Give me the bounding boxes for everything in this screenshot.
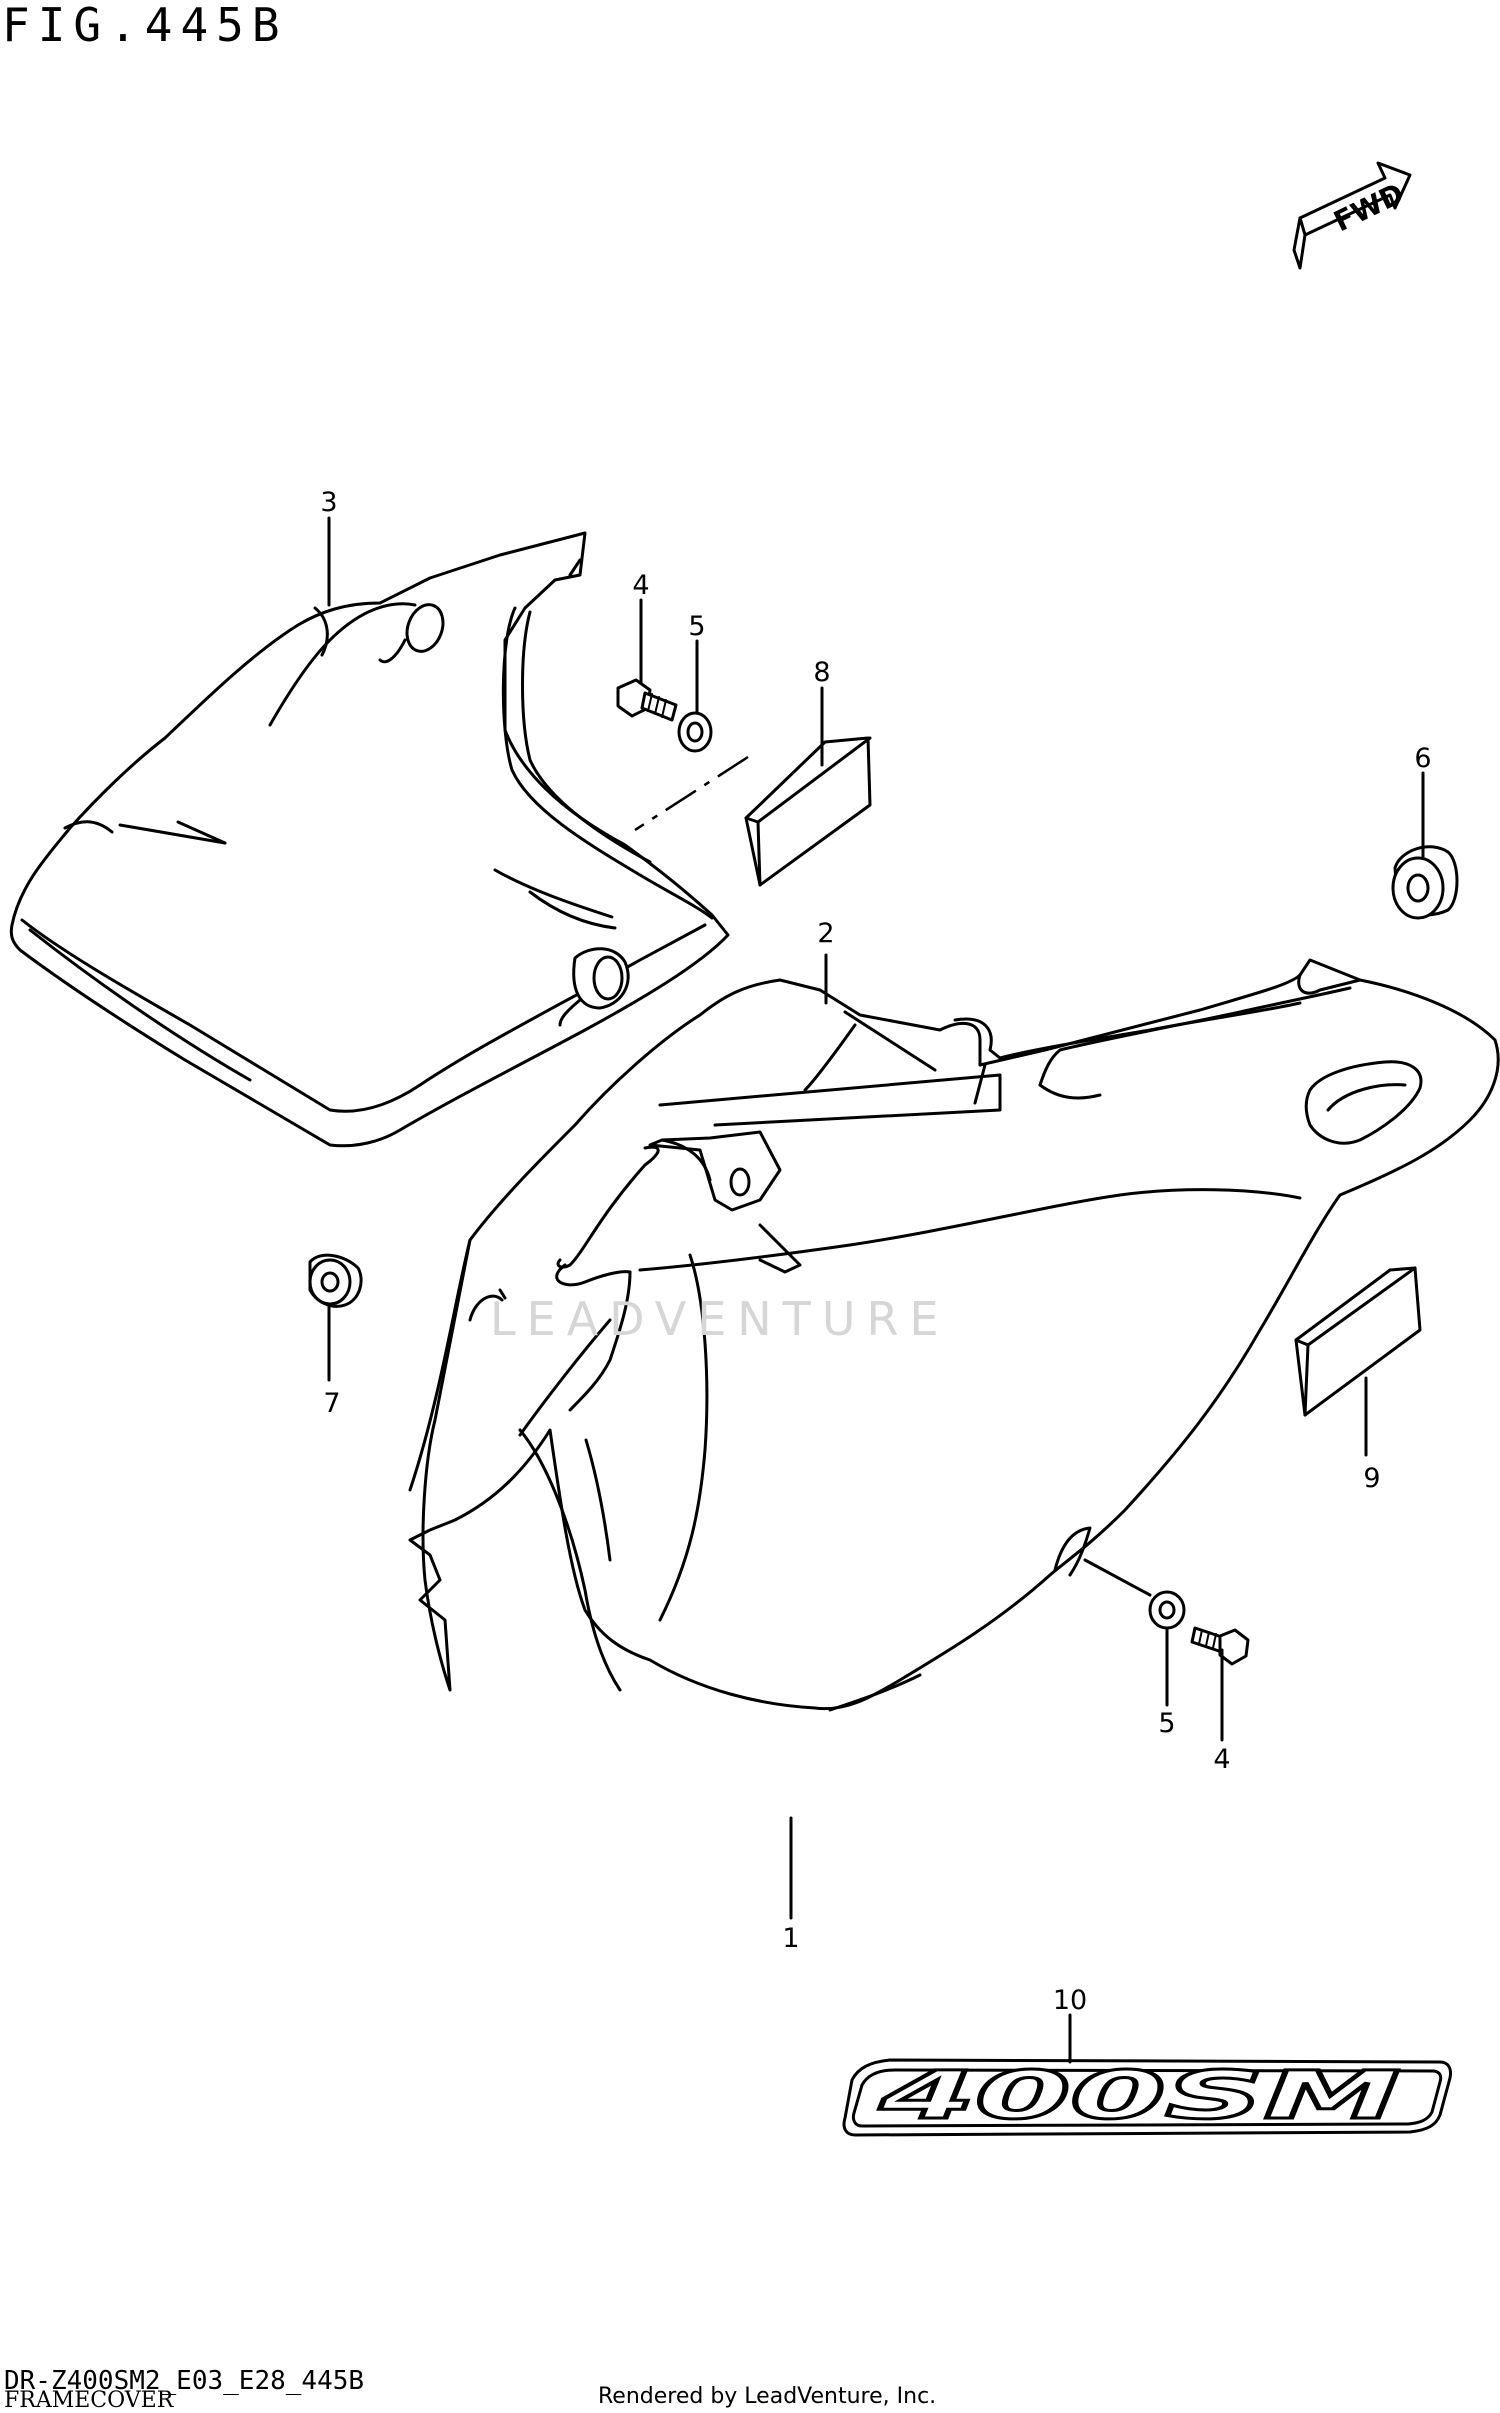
section-name: FRAMECOVER [4, 2388, 174, 2413]
callout-1: 1 [782, 1923, 799, 1954]
callout-7: 7 [323, 1388, 340, 1419]
leader-lines [327, 516, 1425, 2064]
callout-4-lower: 4 [1213, 1744, 1230, 1775]
pad-8-drawing [744, 736, 872, 887]
callout-5-upper: 5 [688, 611, 705, 642]
callout-9: 9 [1363, 1463, 1380, 1494]
watermark-text: LEADVENTURE [490, 1292, 950, 1346]
callout-labels: 1 2 3 4 5 8 6 7 9 5 4 10 [320, 487, 1431, 2016]
callout-4-upper: 4 [632, 570, 649, 601]
callout-2: 2 [817, 918, 834, 949]
pad-9-drawing [1294, 1266, 1422, 1417]
callout-5-lower: 5 [1158, 1708, 1175, 1739]
callout-10: 10 [1053, 1985, 1087, 2016]
emblem-400sm-drawing: 400SM [842, 2056, 1452, 2137]
washer-5-lower-drawing [1148, 1590, 1186, 1630]
callout-3: 3 [320, 487, 337, 518]
grommet-7-drawing [308, 1253, 363, 1308]
frame-cover-left-drawing [9, 531, 730, 1148]
fwd-arrow-icon: FWD [1292, 161, 1412, 270]
rendered-by-credit: Rendered by LeadVenture, Inc. [598, 2384, 937, 2409]
grommet-6-drawing [1391, 845, 1459, 920]
bolt-4-upper-drawing [616, 678, 678, 722]
washer-5-upper-drawing [677, 711, 713, 753]
callout-6: 6 [1414, 743, 1431, 774]
bolt-4-lower-drawing [1190, 1626, 1250, 1666]
figure-title: FIG.445B [2, 0, 288, 52]
callout-8: 8 [813, 657, 830, 688]
emblem-text: 400SM [878, 2057, 1400, 2134]
frame-cover-right-drawing [408, 958, 1500, 1712]
model-code: DR-Z400SM2_E03_E28_445B [4, 2366, 365, 2396]
